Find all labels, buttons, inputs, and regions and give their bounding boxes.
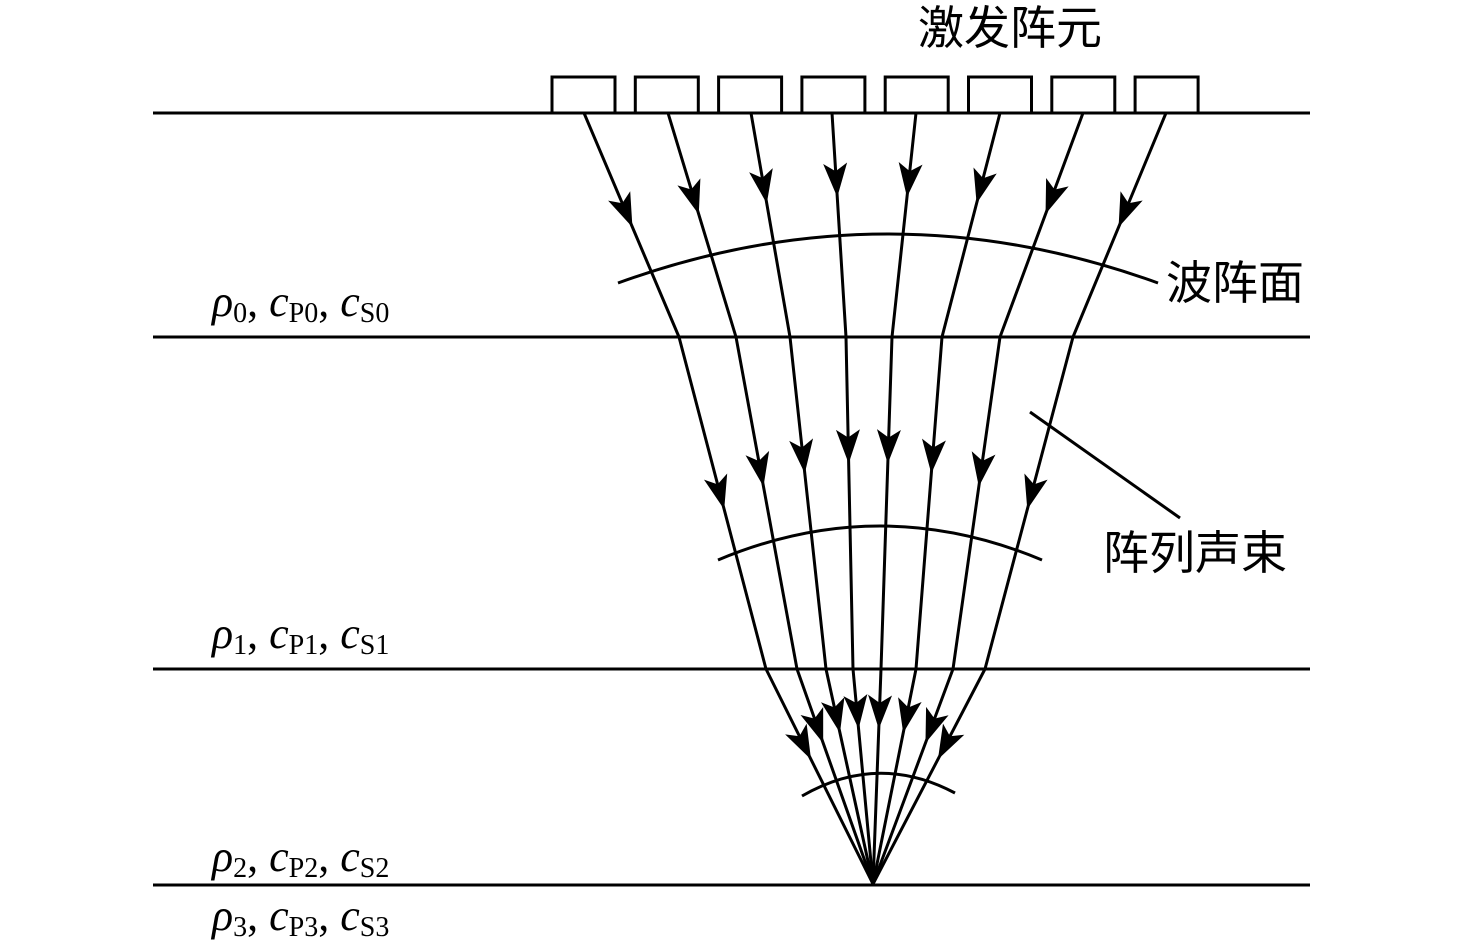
ray-arrowhead <box>789 438 814 474</box>
beam-ray <box>871 112 918 885</box>
wavefront-arc-1 <box>617 232 1159 285</box>
beam-leader-line <box>1029 410 1181 520</box>
ray-arrowhead <box>800 707 824 744</box>
array-element <box>633 75 700 115</box>
wavefront-arc-2 <box>717 524 1043 562</box>
ray-arrowhead <box>898 697 922 733</box>
wavefront-arc-3 <box>801 771 956 798</box>
beam-ray <box>749 112 875 885</box>
ray-arrowhead <box>677 178 701 215</box>
excitation-elements-label: 激发阵元 <box>918 1 1102 55</box>
array-element <box>883 75 950 115</box>
ray-arrowhead <box>1118 191 1143 228</box>
ray-arrowhead <box>925 706 949 743</box>
ray-arrowhead <box>608 191 633 228</box>
array-element <box>967 75 1033 115</box>
ray-arrowhead <box>1024 473 1048 510</box>
layer-label-3: ρ3, cP3, cS3 <box>210 891 389 943</box>
beam-ray <box>830 112 875 885</box>
ray-arrowhead <box>1045 178 1069 215</box>
beam-ray <box>871 112 1002 885</box>
ray-arrowhead <box>823 162 848 198</box>
array-element <box>717 75 784 115</box>
ray-arrowhead <box>971 451 996 487</box>
layer-interfaces <box>153 111 1310 887</box>
array-element <box>1133 75 1200 115</box>
wavefront-label: 波阵面 <box>1166 256 1304 310</box>
layer-label-1: ρ1, cP1, cS1 <box>210 609 389 661</box>
array-element <box>1050 75 1117 115</box>
ray-arrowhead <box>843 693 868 729</box>
ray-arrowhead <box>876 429 901 464</box>
ray-arrowhead <box>937 723 965 760</box>
wavefronts <box>617 232 1159 798</box>
ray-arrows <box>608 162 1143 760</box>
array-element <box>550 75 617 115</box>
layer-label-2: ρ2, cP2, cS2 <box>210 832 389 884</box>
ray-arrowhead <box>745 450 770 487</box>
beam-ray <box>582 112 875 885</box>
ray-arrowhead <box>820 697 845 733</box>
array-beam-label: 阵列声束 <box>1103 526 1287 580</box>
layer-property-labels: ρ0, cP0, cS0 ρ1, cP1, cS1 ρ2, cP2, cS2 ρ3, … <box>210 277 389 943</box>
ray-arrowhead <box>703 473 728 510</box>
beam-rays <box>582 112 1168 885</box>
beam-ray <box>666 112 875 885</box>
ray-arrowhead <box>785 723 812 760</box>
ray-arrowhead <box>898 162 923 198</box>
ray-arrowhead <box>922 438 946 474</box>
array-elements <box>550 75 1200 115</box>
array-element <box>800 75 867 115</box>
ray-arrowhead <box>868 694 893 729</box>
layer-label-0: ρ0, cP0, cS0 <box>210 277 389 329</box>
ray-arrowhead <box>973 167 997 204</box>
ray-arrowhead <box>749 168 773 204</box>
ray-arrowhead <box>835 429 860 464</box>
